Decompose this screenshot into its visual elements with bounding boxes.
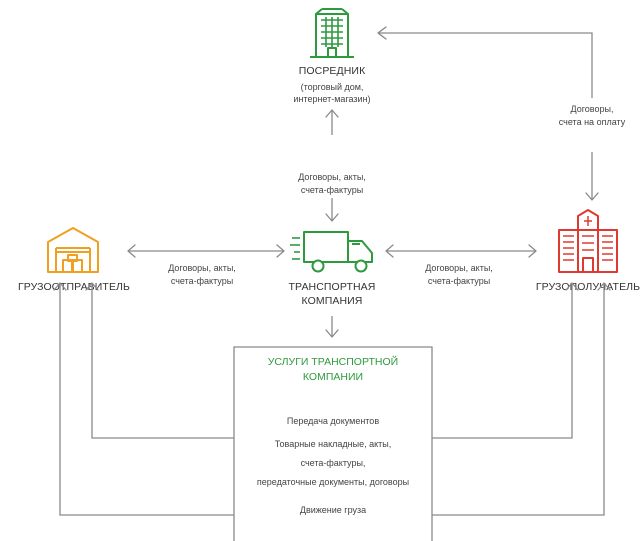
intermediary-to-transport-label-line2: счета-фактуры <box>301 185 363 195</box>
intermediary-title: ПОСРЕДНИК <box>299 65 366 77</box>
documents-label-line4: передаточные документы, договоры <box>257 477 409 487</box>
edge-transport-to-services <box>325 316 339 338</box>
office-building-icon <box>310 8 354 58</box>
intermediary-to-transport-label-line1: Договоры, акты, <box>298 172 366 182</box>
cargo-movement-label: Движение груза <box>300 505 366 515</box>
edge-intermediary-to-transport <box>325 198 339 222</box>
consignee-title: ГРУЗОПОЛУЧАТЕЛЬ <box>536 281 640 293</box>
shipper-transport-label-line1: Договоры, акты, <box>168 263 236 273</box>
documents-label-line1: Передача документов <box>287 416 379 426</box>
consignee-to-intermediary-label-line1: Договоры, <box>571 104 614 114</box>
edge-shipper-transport <box>127 244 285 258</box>
services-title-line2: КОМПАНИИ <box>303 371 363 383</box>
edge-transport-to-intermediary <box>325 109 339 135</box>
consignee-to-intermediary-label-line2: счета на оплату <box>559 117 626 127</box>
edge-transport-consignee <box>385 244 537 258</box>
shipper-title: ГРУЗООТПРАВИТЕЛЬ <box>18 281 130 293</box>
services-title-line1: УСЛУГИ ТРАНСПОРТНОЙ <box>268 355 398 368</box>
services-box <box>233 346 433 541</box>
transport-consignee-label-line2: счета-фактуры <box>428 276 490 286</box>
warehouse-icon <box>47 227 99 273</box>
truck-icon <box>290 231 373 273</box>
documents-label-line2: Товарные накладные, акты, <box>275 439 392 449</box>
intermediary-subtitle-line2: интернет-магазин) <box>293 94 370 104</box>
transport-company-title-line1: ТРАНСПОРТНАЯ <box>289 281 376 293</box>
transport-company-title-line2: КОМПАНИЯ <box>302 295 363 307</box>
documents-label-line3: счета-фактуры, <box>301 458 366 468</box>
cargo-flow <box>53 282 611 516</box>
edge-consignee-to-intermediary <box>377 26 599 201</box>
transport-consignee-label-line1: Договоры, акты, <box>425 263 493 273</box>
hospital-building-icon <box>558 209 618 273</box>
documents-flow <box>85 282 579 439</box>
intermediary-subtitle-line1: (торговый дом, <box>301 82 364 92</box>
shipper-transport-label-line2: счета-фактуры <box>171 276 233 286</box>
